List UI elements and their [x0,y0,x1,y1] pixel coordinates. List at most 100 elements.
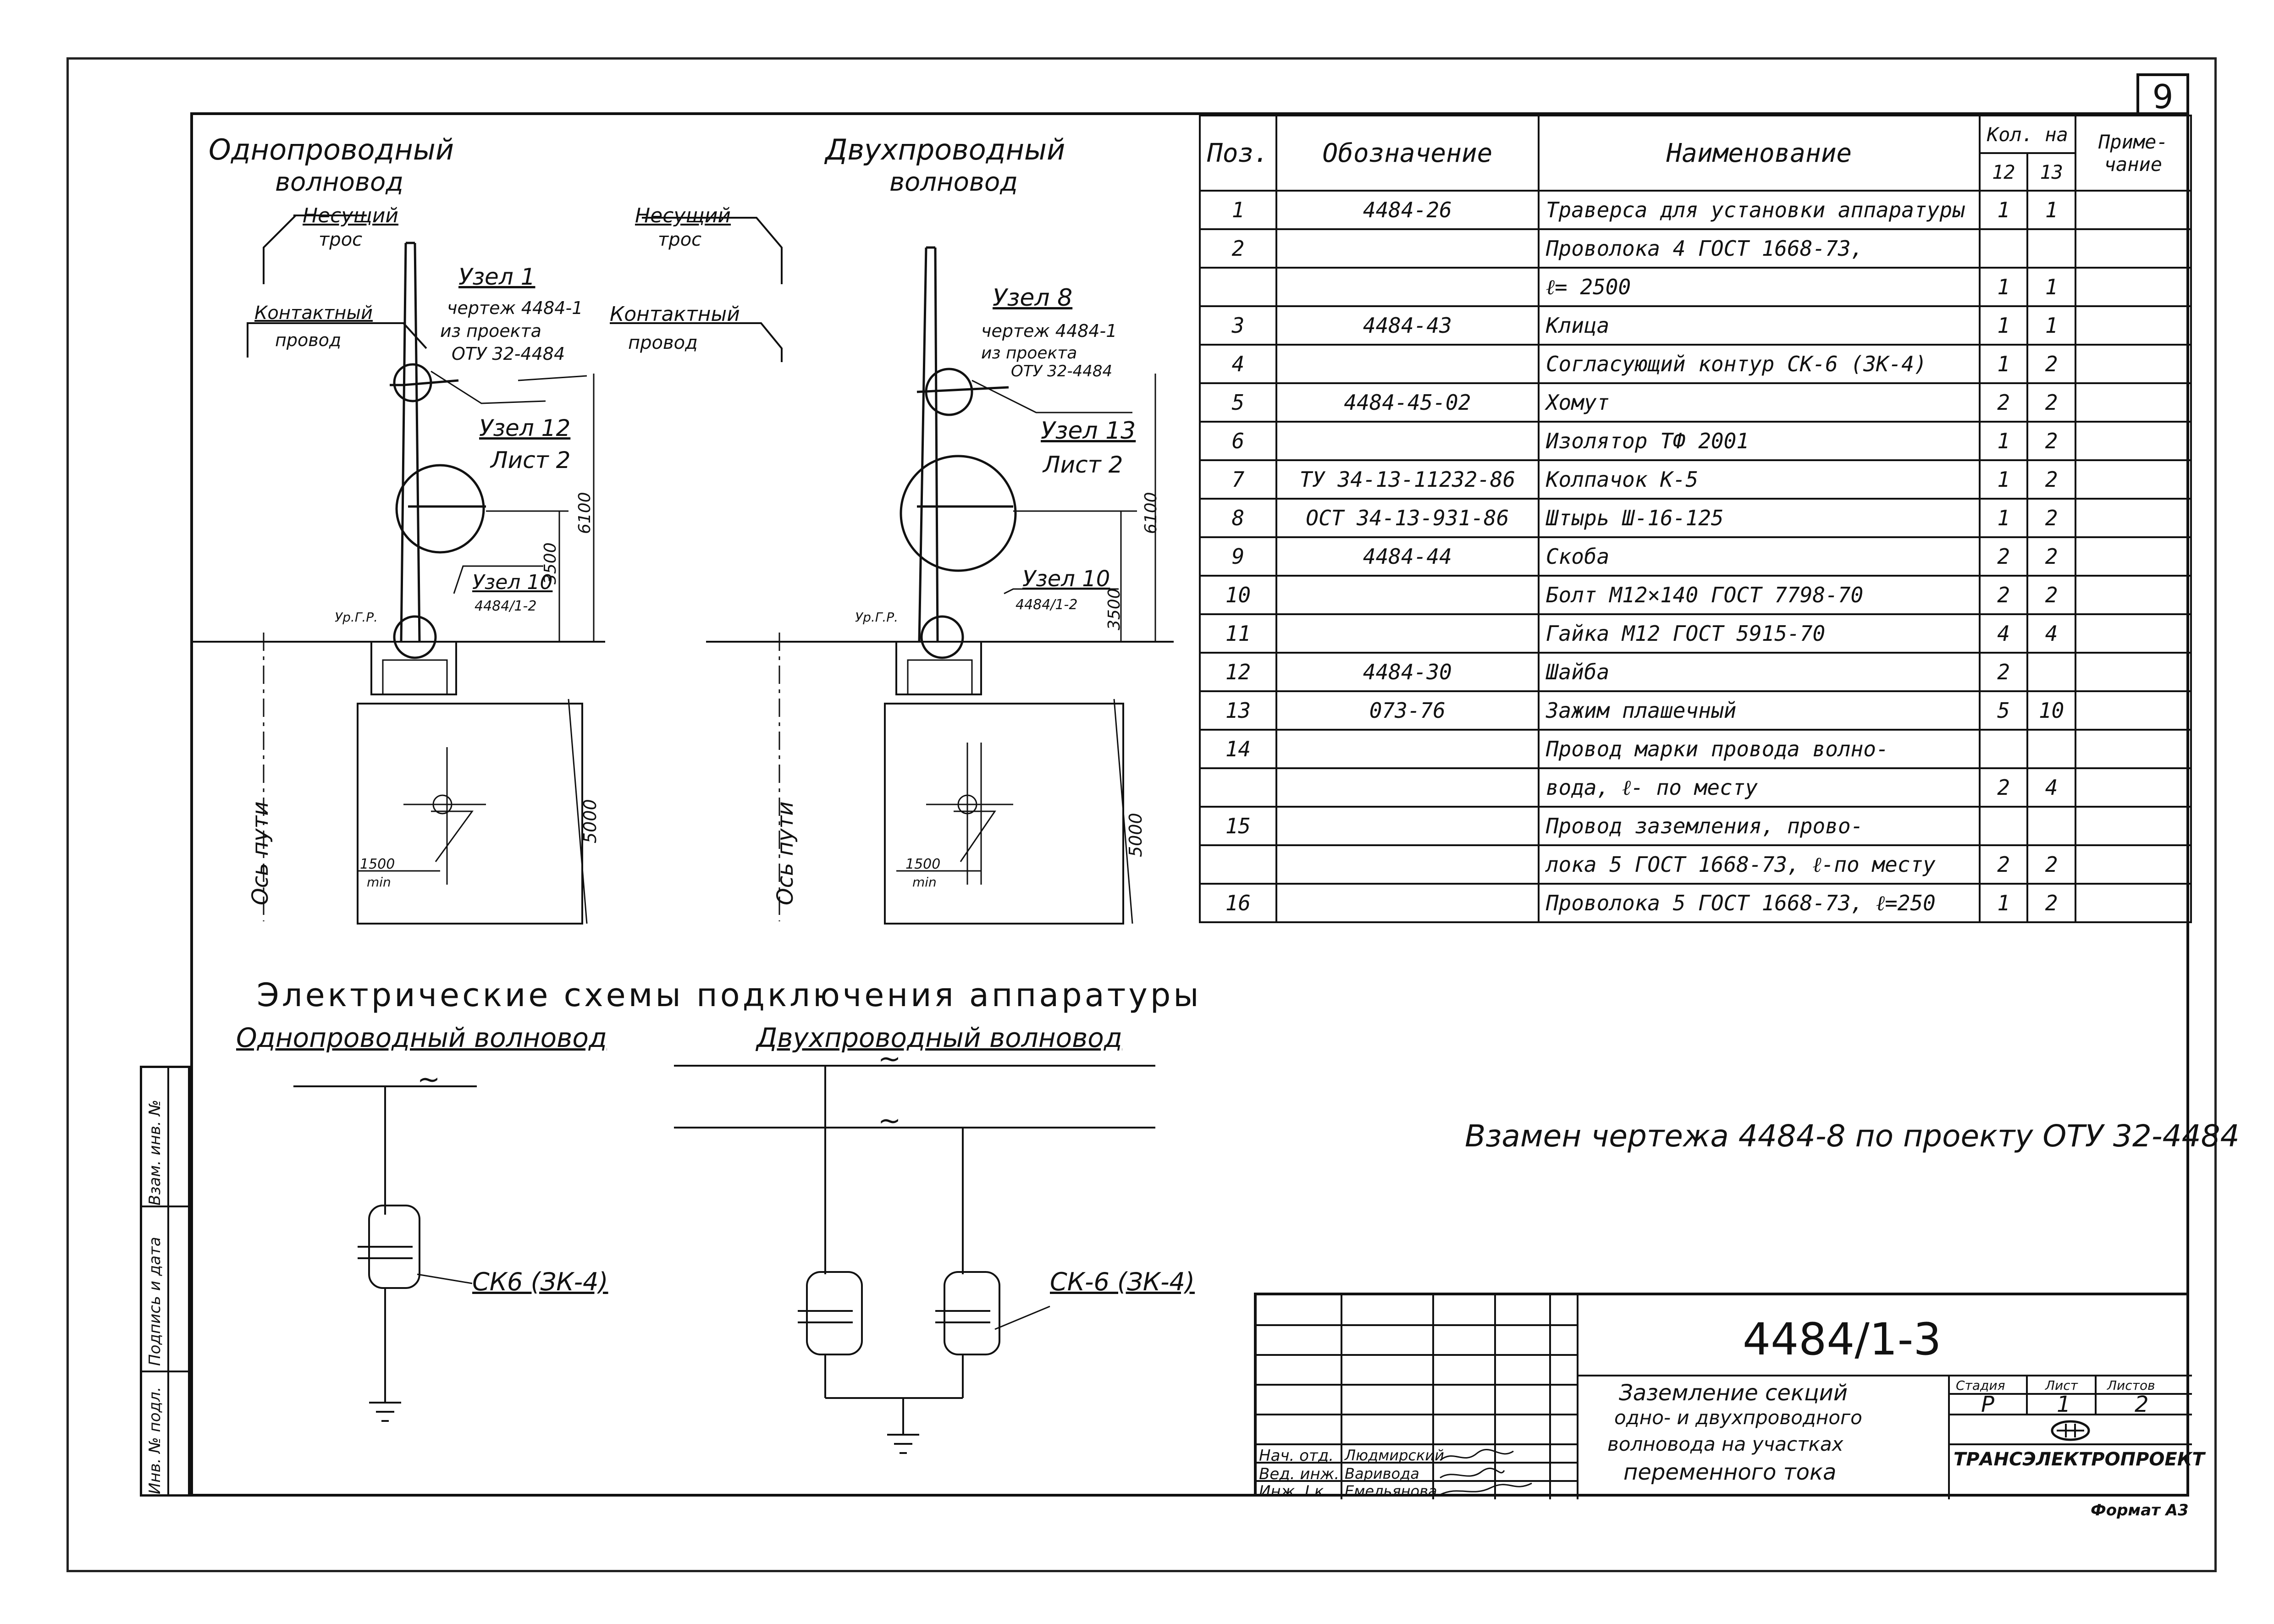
cell-des [1275,806,1540,846]
cell-note [2074,613,2192,654]
cell-des: ТУ 34-13-11232-86 [1275,459,1540,500]
right-min-label: min [912,875,937,890]
role-1: Нач. отд. [1259,1447,1334,1465]
organization-logo-icon [2051,1420,2090,1441]
uzel8-label: Узел 8 [993,284,1073,312]
cell-des [1275,267,1540,307]
cell-note [2074,459,2192,500]
single-ac-symbol: ~ [417,1063,441,1096]
cell-q13: 4 [2026,613,2076,654]
double-ac-symbol-top: ~ [878,1043,901,1075]
cell-des: 073-76 [1275,690,1540,731]
cell-note [2074,382,2192,423]
title-block: 4484/1-3 Заземление секций одно- и двухп… [1254,1293,2205,1501]
cell-pos: 6 [1199,421,1277,461]
cell-pos: 14 [1199,729,1277,769]
cell-pos: 5 [1199,382,1277,423]
cell-des [1275,421,1540,461]
cell-pos [1199,267,1277,307]
cell-note [2074,729,2192,769]
name-3: Емельянова [1345,1482,1437,1500]
cell-note [2074,690,2192,731]
cell-pos: 10 [1199,575,1277,615]
cell-pos: 12 [1199,652,1277,692]
cell-name: Хомут [1537,382,1981,423]
cell-name: Проволока 4 ГОСТ 1668-73, [1537,228,1981,269]
cell-note [2074,267,2192,307]
name-1: Людмирский [1345,1447,1444,1464]
cell-name: Колпачок К-5 [1537,459,1981,500]
double-ck-label: СК-6 (ЗК-4) [1050,1267,1195,1296]
cell-q12: 2 [1978,844,2029,885]
col-name-header: Наименование [1537,115,1981,192]
single-waveguide-label: Однопроводный волновод [236,1022,607,1053]
cell-name: Скоба [1537,536,1981,577]
drawing-title-line1: Заземление секций [1619,1380,1848,1406]
cell-des [1275,844,1540,885]
cell-q12 [1978,806,2029,846]
uzel10-right-label: Узел 10 [1022,566,1110,592]
cell-note [2074,228,2192,269]
uzel1-ref-c: ОТУ 32-4484 [452,344,565,364]
sheet-number: 9 [2136,73,2189,116]
cell-q12: 1 [1978,267,2029,307]
sheets-header: Листов [2107,1378,2155,1393]
right-ur-gr-label: Ур.Г.Р. [855,610,899,625]
col-designation-header: Обозначение [1275,115,1540,192]
col-pos-header: Поз. [1199,115,1277,192]
cell-note [2074,305,2192,346]
left-dim-1500: 1500 [360,856,395,872]
cell-note [2074,498,2192,538]
right-kontaktniy-label: Контактный [610,303,740,326]
cell-name: Болт М12×140 ГОСТ 7798-70 [1537,575,1981,615]
cell-pos: 7 [1199,459,1277,500]
cell-name: Гайка М12 ГОСТ 5915-70 [1537,613,1981,654]
cell-q13 [2026,652,2076,692]
left-ur-gr-label: Ур.Г.Р. [335,610,378,625]
cell-q12: 1 [1978,498,2029,538]
cell-pos: 16 [1199,883,1277,923]
sheet-value: 1 [2057,1392,2071,1417]
cell-note [2074,806,2192,846]
cell-q13: 2 [2026,844,2076,885]
sheet-header: Лист [2045,1378,2078,1393]
cell-des [1275,767,1540,808]
uzel10-right-ref: 4484/1-2 [1016,597,1078,613]
right-provod-label: провод [628,332,698,353]
right-list2-label: Лист 2 [1043,451,1123,478]
cell-q13: 2 [2026,382,2076,423]
binding-strip: Взам. инв. № Подпись и дата Инв. № подл. [140,1066,190,1497]
cell-q13: 2 [2026,536,2076,577]
cell-q12: 2 [1978,767,2029,808]
role-2: Вед. инж. [1259,1465,1340,1483]
cell-pos: 11 [1199,613,1277,654]
cell-des: ОСТ 34-13-931-86 [1275,498,1540,538]
name-2: Варивода [1345,1465,1419,1482]
cell-name: Изолятор ТФ 2001 [1537,421,1981,461]
cell-note [2074,536,2192,577]
cell-q12: 4 [1978,613,2029,654]
right-dim-1500: 1500 [905,856,941,872]
uzel1-ref-b: из проекта [440,321,541,341]
strip-divider [142,1206,188,1207]
uzel8-ref-b: из проекта [981,344,1077,363]
cell-q12: 2 [1978,536,2029,577]
double-ac-symbol-bottom: ~ [878,1105,901,1137]
cell-des: 4484-44 [1275,536,1540,577]
cell-pos: 1 [1199,190,1277,230]
cell-pos: 8 [1199,498,1277,538]
cell-pos: 3 [1199,305,1277,346]
cell-q13: 10 [2026,690,2076,731]
cell-q13: 2 [2026,459,2076,500]
drawing-title-line3: волновода на участках [1607,1433,1843,1455]
